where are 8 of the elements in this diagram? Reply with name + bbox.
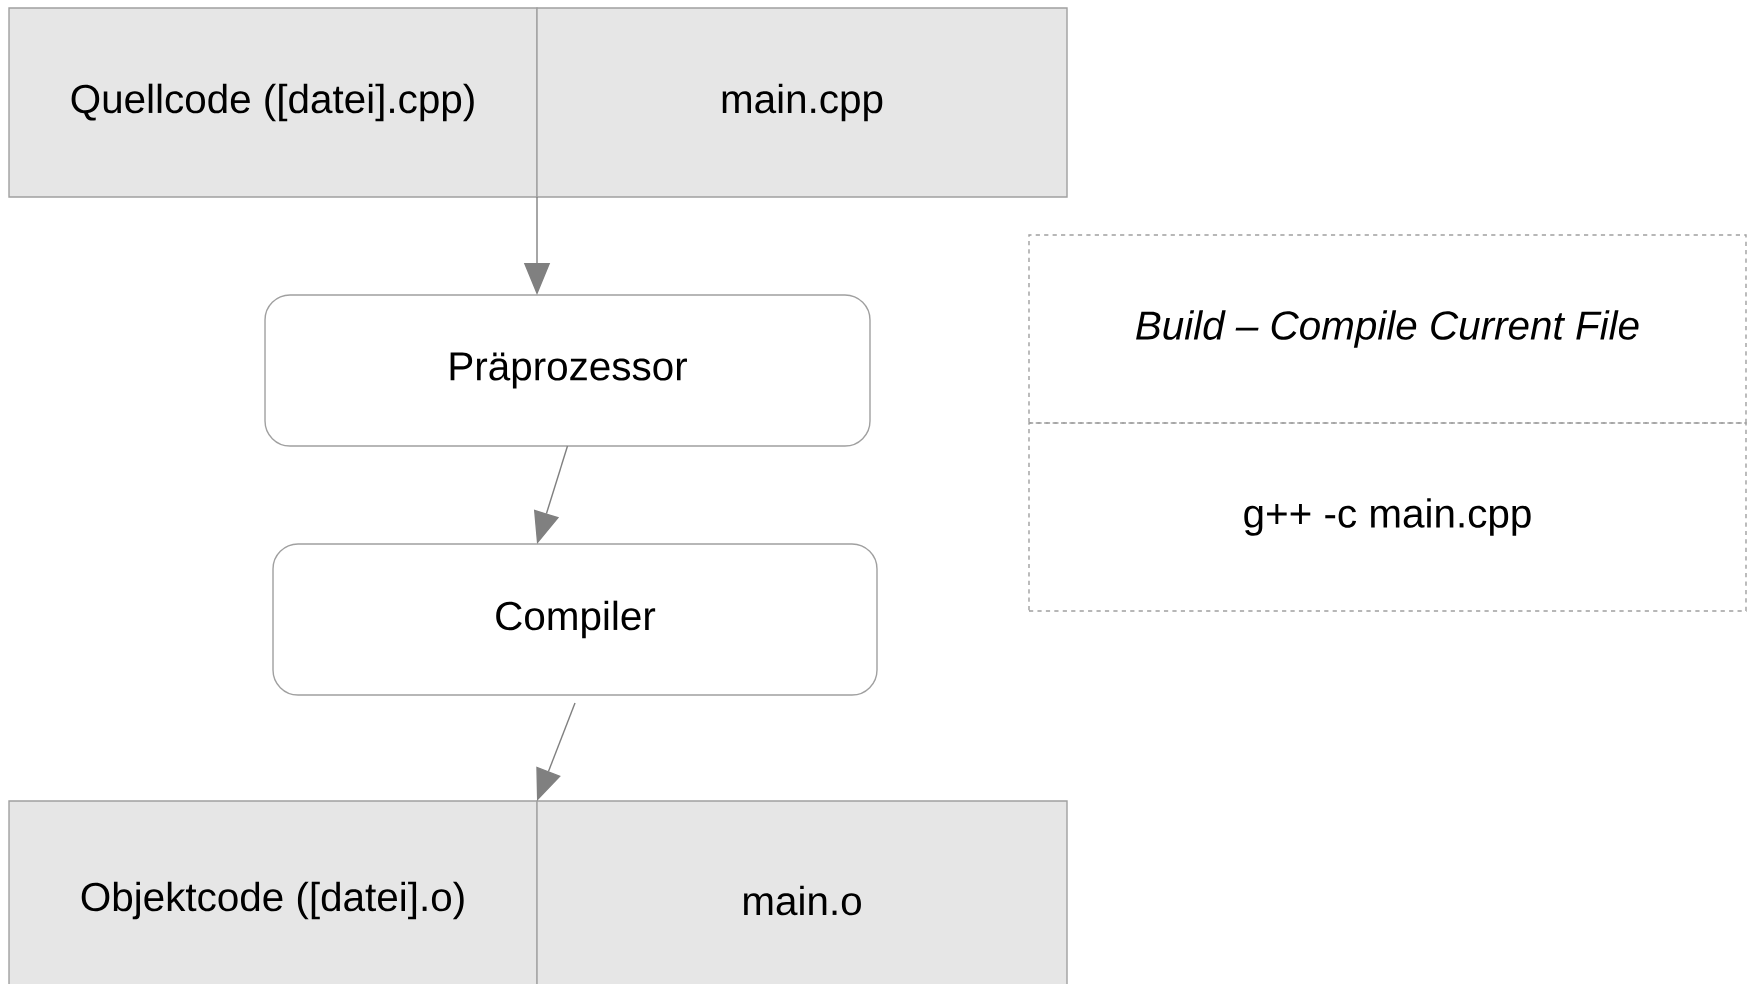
table-cell: g++ -c main.cpp bbox=[1028, 422, 1747, 612]
table-cell: Objektcode ([datei].o) bbox=[8, 800, 538, 984]
process-box: Compiler bbox=[272, 543, 878, 696]
process-box: Präprozessor bbox=[264, 294, 871, 447]
table-cell: main.o bbox=[536, 800, 1068, 984]
table-cell: Quellcode ([datei].cpp) bbox=[8, 7, 538, 198]
table-cell: main.cpp bbox=[536, 7, 1068, 198]
table-cell: Build – Compile Current File bbox=[1028, 234, 1747, 424]
